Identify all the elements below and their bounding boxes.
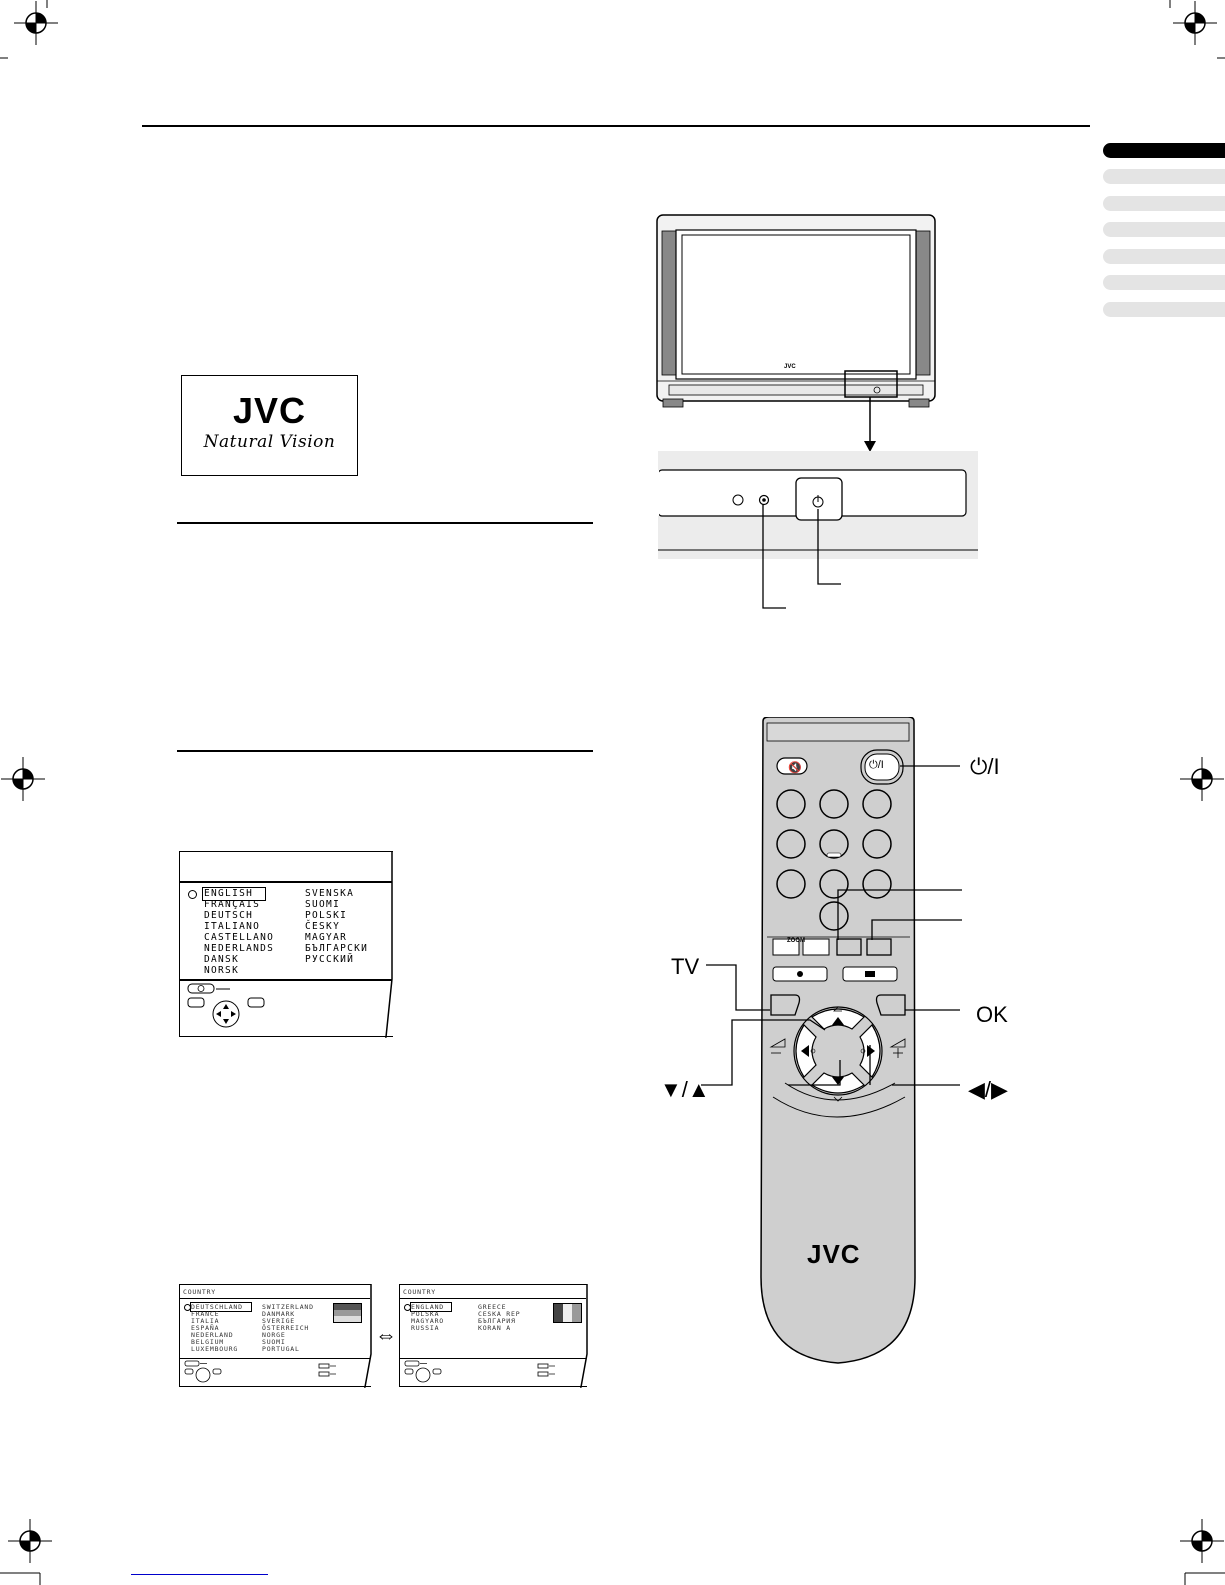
callout-power: ⏻/I [970, 754, 1000, 779]
menu-torn-edge [364, 1284, 372, 1388]
section-tab[interactable] [1103, 302, 1225, 317]
language-item[interactable]: ENGLISH [204, 888, 254, 899]
country-item[interactable]: SVERIGE [262, 1317, 295, 1325]
mute-icon: 🔇 [788, 762, 802, 774]
language-menu: ENGLISH FRANÇAIS DEUTSCH ITALIANO CASTEL… [179, 851, 393, 1037]
menu-title-divider [400, 1298, 586, 1299]
country-item[interactable]: DANMARK [262, 1310, 295, 1318]
section-tab[interactable] [1103, 249, 1225, 264]
registration-mark-mid-right [1180, 757, 1224, 801]
country-item[interactable]: CESKA REP [478, 1310, 521, 1318]
navigation-keys-icon [187, 983, 265, 1028]
language-item[interactable]: ITALIANO [204, 921, 261, 932]
country-item[interactable]: KORAN A [478, 1324, 511, 1332]
country-item[interactable]: MAGYARO [411, 1317, 444, 1325]
language-item[interactable]: БЪЛГАРСКИ [305, 943, 369, 954]
country-item[interactable]: SWITZERLAND [262, 1303, 314, 1311]
country-menu-second: COUNTRY ENGLAND POLSKA MAGYARO RUSSIA GR… [399, 1284, 587, 1387]
country-menu-first: COUNTRY DEUTSCHLAND FRANCE ITALIA ESPAÑA… [179, 1284, 371, 1387]
country-item[interactable]: RUSSIA [411, 1324, 440, 1332]
registration-mark-top-right [1173, 1, 1217, 45]
logo-tagline: Natural Vision [203, 432, 336, 452]
callout-left-right: ◀/▶ [968, 1077, 1008, 1102]
language-item[interactable]: FRANÇAIS [204, 899, 261, 910]
menu-footer-divider [180, 979, 392, 981]
language-item[interactable]: NORSK [204, 965, 240, 976]
selected-item-frame [410, 1302, 452, 1312]
menu-title-divider [180, 881, 392, 883]
section-tab-active[interactable] [1103, 143, 1225, 158]
country-item[interactable]: SUOMI [262, 1338, 286, 1346]
tv-brand-label: JVC [784, 364, 796, 370]
registration-mark-top-left [14, 1, 58, 45]
tv-front-illustration [656, 214, 936, 408]
callout-tv: TV [671, 954, 700, 979]
registration-mark-bottom-right [1180, 1519, 1224, 1563]
section-tab[interactable] [1103, 222, 1225, 237]
country-item[interactable]: ÖSTERREICH [262, 1324, 310, 1332]
selected-item-frame [190, 1302, 252, 1312]
callout-up-down: ▼/▲ [660, 1077, 710, 1102]
menu-torn-edge [385, 851, 393, 1038]
navigation-keys-icon [404, 1360, 555, 1383]
swap-arrow-icon: ⇔ [375, 1322, 397, 1347]
section-rule [177, 522, 593, 524]
registration-mark-mid-left [1, 757, 45, 801]
country-flag-icon [553, 1303, 582, 1323]
selected-item-frame [202, 887, 266, 901]
language-item[interactable]: DEUTSCH [204, 910, 254, 921]
menu-footer-divider [180, 1358, 370, 1359]
zoom-arrow [864, 397, 876, 452]
language-item[interactable]: POLSKI [305, 910, 348, 921]
section-tab[interactable] [1103, 196, 1225, 211]
section-tab[interactable] [1103, 275, 1225, 290]
language-item[interactable]: SVENSKA [305, 888, 355, 899]
jvc-logo-box: JVC Natural Vision [181, 375, 358, 476]
country-item[interactable]: GREECE [478, 1303, 507, 1311]
footer-link-underline [131, 1574, 268, 1575]
country-item[interactable]: ESPAÑA [191, 1324, 220, 1332]
registration-mark-bottom-left [8, 1519, 52, 1563]
language-item[interactable]: MAGYAR [305, 932, 348, 943]
country-item[interactable]: LUXEMBOURG [191, 1345, 239, 1353]
menu-footer-divider [400, 1358, 586, 1359]
language-item[interactable]: NEDERLANDS [204, 943, 275, 954]
country-item[interactable]: БЪЛГАРИЯ [478, 1317, 516, 1325]
language-item[interactable]: DANSK [204, 954, 240, 965]
language-item[interactable]: SUOMI [305, 899, 341, 910]
country-item[interactable]: BELGIUM [191, 1338, 224, 1346]
callout-ok: OK [976, 1002, 1008, 1027]
menu-title-divider [180, 1298, 370, 1299]
remote-brand-logo: JVC [807, 1239, 861, 1269]
country-item[interactable]: ENGLAND [411, 1303, 444, 1311]
country-menu-title: COUNTRY [403, 1288, 436, 1296]
country-item[interactable]: POLSKA [411, 1310, 440, 1318]
country-item[interactable]: PORTUGAL [262, 1345, 300, 1353]
country-menu-title: COUNTRY [183, 1288, 216, 1296]
country-item[interactable]: NEDERLAND [191, 1331, 234, 1339]
country-item[interactable]: DEUTSCHLAND [191, 1303, 243, 1311]
cursor-icon [188, 890, 197, 899]
logo-brand: JVC [232, 390, 307, 431]
language-item[interactable]: РУССКИЙ [305, 954, 355, 965]
language-item[interactable]: ČESKY [305, 921, 341, 932]
section-tab[interactable] [1103, 169, 1225, 184]
language-item[interactable]: CASTELLANO [204, 932, 275, 943]
section-rule [177, 750, 593, 752]
country-item[interactable]: ITALIA [191, 1317, 220, 1325]
power-key-label: ⏻/I [869, 759, 884, 771]
remote-control-illustration [760, 717, 916, 1364]
navigation-keys-icon [184, 1360, 336, 1383]
zoom-key-label: ZOOM [787, 938, 805, 944]
country-item[interactable]: FRANCE [191, 1310, 220, 1318]
menu-torn-edge [580, 1284, 588, 1388]
country-item[interactable]: NORGE [262, 1331, 286, 1339]
header-rule [142, 125, 1090, 127]
country-flag-icon [333, 1303, 362, 1323]
tv-front-panel-closeup [658, 451, 978, 609]
